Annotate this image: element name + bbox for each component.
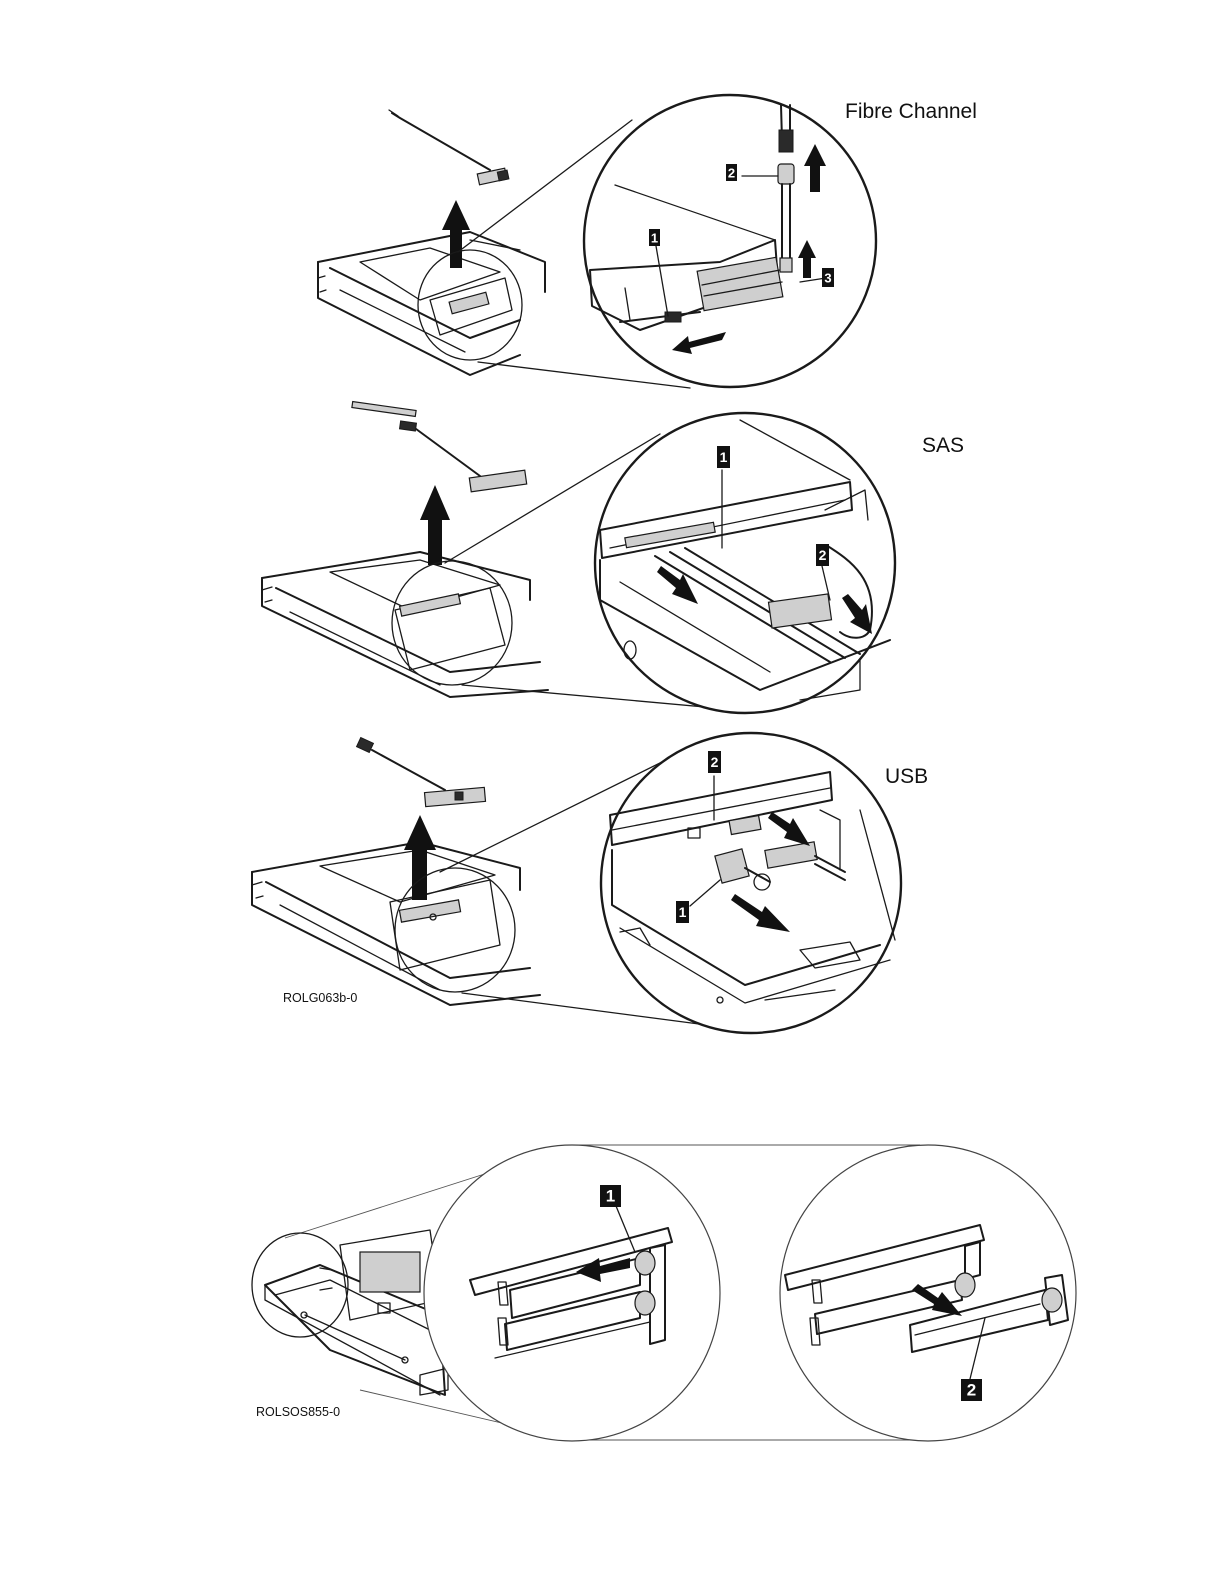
usb-cable: [357, 738, 486, 807]
svg-text:2: 2: [819, 547, 827, 563]
lift-arrow: [404, 815, 436, 900]
server-overview: [265, 1230, 448, 1395]
callout-2: 2: [726, 164, 737, 181]
callout-2: 2: [816, 544, 829, 566]
figure-id-2: ROLSOS855-0: [256, 1405, 340, 1419]
fibre-channel-label: Fibre Channel: [845, 100, 977, 123]
svg-text:2: 2: [728, 166, 735, 181]
svg-text:2: 2: [967, 1381, 976, 1400]
callout-1: 1: [717, 446, 730, 468]
fibre-channel-detail-circle: [584, 95, 876, 387]
sas-cable: [352, 402, 527, 492]
usb-detail-circle: [601, 733, 901, 1033]
figure-id-1: ROLG063b-0: [283, 991, 357, 1005]
sas-label: SAS: [922, 434, 964, 457]
svg-text:1: 1: [651, 231, 658, 246]
svg-text:3: 3: [824, 271, 831, 286]
fibre-channel-panel: 1 2 3 Fibre Channel: [318, 95, 977, 388]
filler-plate-detail-circle-left: [424, 1145, 720, 1441]
svg-text:1: 1: [679, 904, 687, 920]
lift-arrow: [442, 200, 470, 268]
callout-1: 1: [649, 229, 660, 246]
svg-text:1: 1: [606, 1187, 615, 1206]
zoom-region-ellipse: [392, 561, 512, 685]
svg-text:2: 2: [711, 754, 719, 770]
usb-server-drawer: [252, 842, 540, 1005]
callout-2: 2: [961, 1379, 982, 1401]
filler-plate-figure: 1 2: [252, 1145, 1076, 1441]
usb-panel: 2 1 USB: [252, 733, 928, 1033]
sas-panel: 1 2 SAS: [262, 402, 964, 713]
fibre-channel-cable: [389, 110, 509, 185]
sas-server-drawer: [262, 552, 548, 697]
callout-1: 1: [676, 901, 689, 923]
fibre-channel-server-drawer: [318, 232, 545, 375]
usb-label: USB: [885, 765, 928, 788]
svg-text:1: 1: [720, 449, 728, 465]
callout-1: 1: [600, 1185, 621, 1207]
callout-3: 3: [822, 268, 834, 287]
callout-2: 2: [708, 751, 721, 773]
